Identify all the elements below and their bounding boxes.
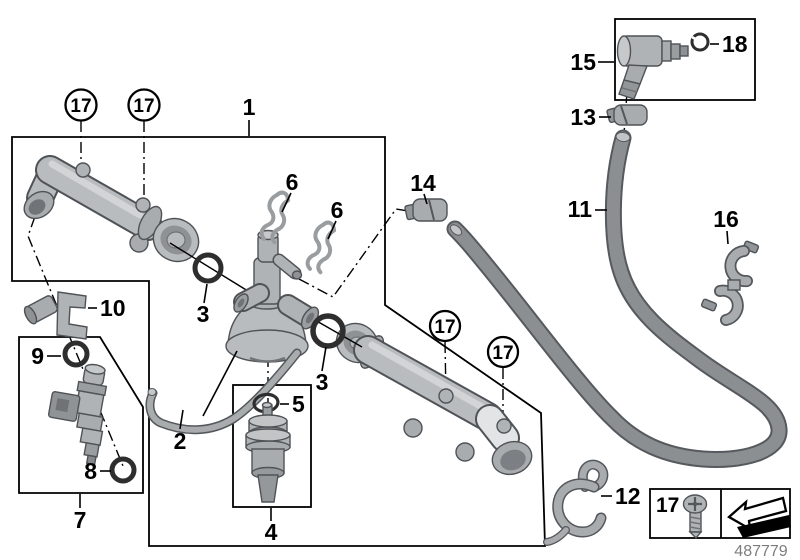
- callout-14[interactable]: 14: [410, 170, 436, 196]
- rail2-boss-a: [438, 388, 454, 404]
- rail1-boss-b: [135, 197, 151, 213]
- rail2-boss-b: [496, 418, 512, 434]
- callout-15[interactable]: 15: [570, 49, 596, 75]
- fastener-callout-a[interactable]: 17: [64, 88, 98, 122]
- callout-16[interactable]: 16: [713, 206, 739, 232]
- fuel-rail-1: [23, 155, 200, 263]
- callout-18[interactable]: 18: [722, 31, 748, 57]
- callout-12[interactable]: 12: [615, 483, 641, 509]
- fastener-callout-c-label: 17: [434, 317, 455, 338]
- o-ring-3b: [310, 313, 346, 349]
- holder-bracket-10: [23, 291, 88, 340]
- callout-13[interactable]: 13: [570, 104, 596, 130]
- hose-clamp-14: [404, 198, 448, 222]
- direction-arrow-icon: [727, 496, 791, 538]
- legend-fastener-ref[interactable]: 17: [656, 494, 679, 517]
- hose-clamp-13: [606, 104, 648, 126]
- callout-1[interactable]: 1: [243, 94, 256, 120]
- screw-icon: [682, 494, 708, 540]
- callout-11[interactable]: 11: [568, 196, 593, 222]
- callout-10[interactable]: 10: [100, 295, 126, 321]
- callout-8[interactable]: 8: [84, 458, 97, 484]
- o-ring-3a: [192, 252, 224, 284]
- callout-leader-lines: [47, 43, 729, 521]
- fastener-callout-d-label: 17: [492, 343, 513, 364]
- fastener-callout-c[interactable]: 17: [428, 309, 462, 343]
- callout-7[interactable]: 7: [74, 507, 87, 533]
- fastener-callout-b-label: 17: [133, 96, 154, 117]
- o-ring-8: [109, 456, 137, 484]
- callout-6b[interactable]: 6: [331, 197, 344, 223]
- fuel-injector: [47, 363, 108, 466]
- group-box-part15: [614, 18, 756, 101]
- fastener-callout-a-label: 17: [70, 96, 91, 117]
- double-line-clip-16: [700, 240, 760, 326]
- callout-6a[interactable]: 6: [286, 169, 299, 195]
- callout-2[interactable]: 2: [174, 428, 187, 454]
- axis-rail1-oring: [169, 242, 257, 297]
- callout-3a[interactable]: 3: [197, 301, 210, 327]
- snap-ring-18: [690, 32, 710, 52]
- pressure-regulator-valve: [225, 229, 320, 363]
- valve-spout: [291, 270, 303, 280]
- legend-box: 17: [649, 488, 791, 540]
- retaining-clip-2: [145, 348, 302, 435]
- callout-4[interactable]: 4: [265, 519, 278, 545]
- fuel-hose-11: [446, 129, 788, 468]
- callout-5[interactable]: 5: [292, 391, 305, 417]
- callout-9[interactable]: 9: [31, 343, 44, 369]
- rail1-boss-a: [75, 162, 91, 178]
- vent-valve-fitting-15: [616, 35, 689, 100]
- hairpin-clip-6b: [305, 220, 336, 275]
- cable-clip-12: [543, 459, 609, 546]
- drawing-number: 487779: [734, 543, 787, 560]
- o-ring-9: [62, 340, 90, 368]
- group-box-part1: [11, 136, 546, 547]
- pressure-sensor: [245, 401, 291, 503]
- fastener-callout-b[interactable]: 17: [127, 88, 161, 122]
- callout-3b[interactable]: 3: [316, 369, 329, 395]
- fastener-callout-d[interactable]: 17: [486, 335, 520, 369]
